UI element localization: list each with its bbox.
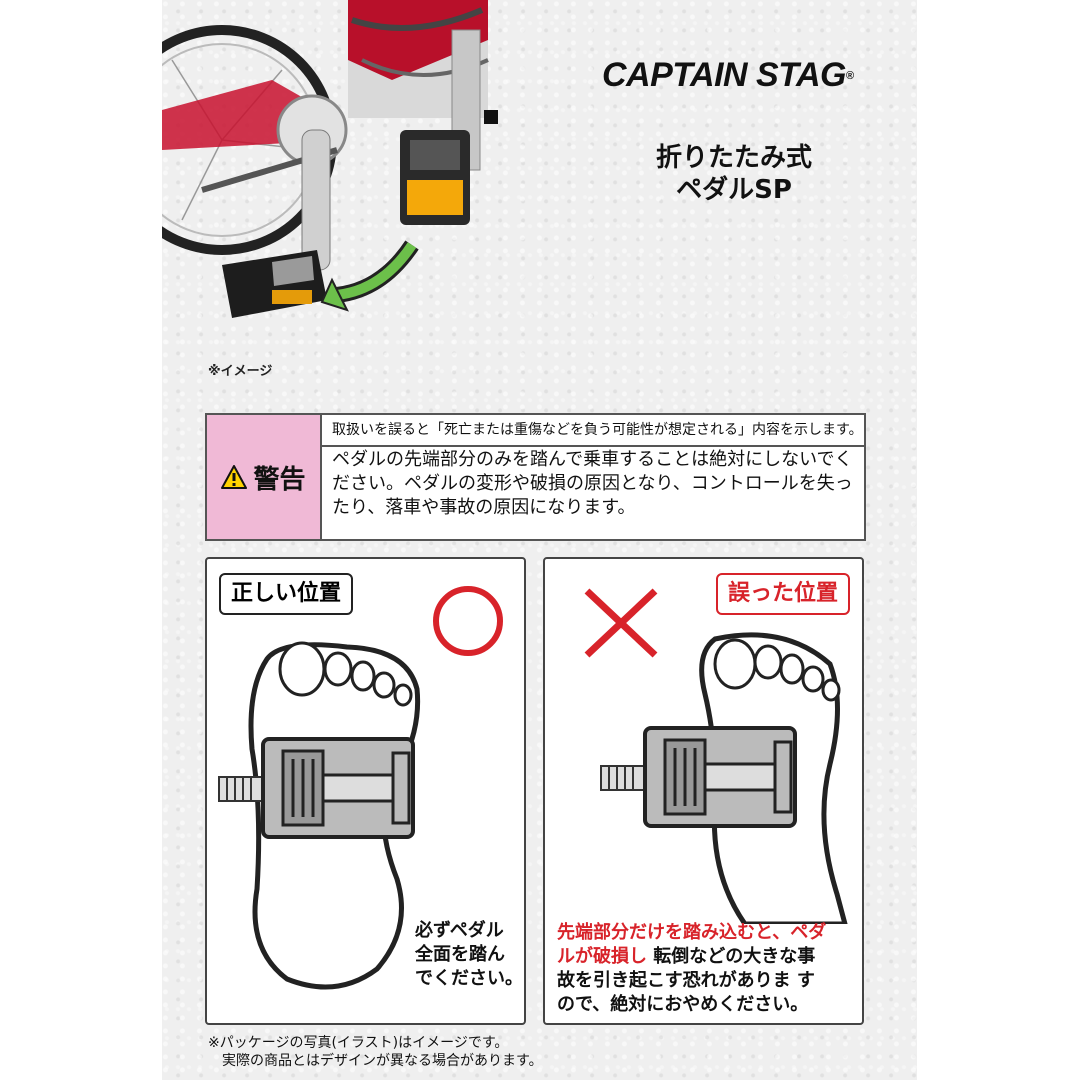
warning-header: 取扱いを誤ると「死亡または重傷などを負う可能性が想定される」内容を示します。 bbox=[322, 415, 864, 447]
correct-position-label: 正しい位置 bbox=[219, 573, 354, 615]
bike-crank-photo bbox=[162, 25, 419, 318]
cross-ng-icon bbox=[584, 588, 658, 658]
warning-triangle-icon bbox=[221, 465, 248, 489]
image-note: ※イメージ bbox=[208, 364, 273, 379]
product-sheet: ※イメージ CAPTAIN STAG® 折りたたみ式 ペダルSP 警告 取扱いを… bbox=[162, 0, 917, 1080]
warning-box: 警告 取扱いを誤ると「死亡または重傷などを負う可能性が想定される」内容を示します… bbox=[205, 413, 866, 541]
circle-ok-icon bbox=[433, 586, 503, 656]
product-name: 折りたたみ式 ペダルSP bbox=[614, 142, 854, 206]
warning-label: 警告 bbox=[207, 415, 322, 539]
correct-position-caption: 必ずペダル 全面を踏ん でください。 bbox=[415, 920, 523, 989]
product-name-line2: ペダルSP bbox=[676, 175, 792, 205]
wrong-position-caption: 先端部分だけを踏み込むと、ペダ ルが破損し 転倒などの大きな事 故を引き起こす恐… bbox=[557, 922, 827, 1015]
folded-pedal-inset bbox=[348, 0, 498, 225]
footnote-line1: ※パッケージの写真(イラスト)はイメージです。 bbox=[208, 1035, 509, 1051]
brand-logo: CAPTAIN STAG® bbox=[602, 56, 854, 94]
bike-pedal-photo bbox=[162, 0, 498, 318]
wrong-position-label: 誤った位置 bbox=[715, 573, 850, 615]
warning-label-text: 警告 bbox=[253, 464, 306, 495]
warning-body: ペダルの先端部分のみを踏んで乗車することは絶対にしないでください。ペダルの変形や… bbox=[332, 449, 853, 518]
product-name-line1: 折りたたみ式 bbox=[655, 143, 812, 173]
correct-position-panel: 正しい位置 必ずペダル 全面を踏ん でください。 bbox=[205, 557, 526, 1025]
wrong-position-panel: 誤った位置 先端部分だけを踏み込むと、ペダ ル bbox=[543, 557, 864, 1025]
footnote-line2: 実際の商品とはデザインが異なる場合があります。 bbox=[222, 1053, 543, 1069]
foot-pedal-wrong-illustration bbox=[600, 632, 848, 924]
foot-pedal-illustration bbox=[218, 641, 421, 990]
footnote: ※パッケージの写真(イラスト)はイメージです。 実際の商品とはデザインが異なる場… bbox=[208, 1034, 543, 1070]
